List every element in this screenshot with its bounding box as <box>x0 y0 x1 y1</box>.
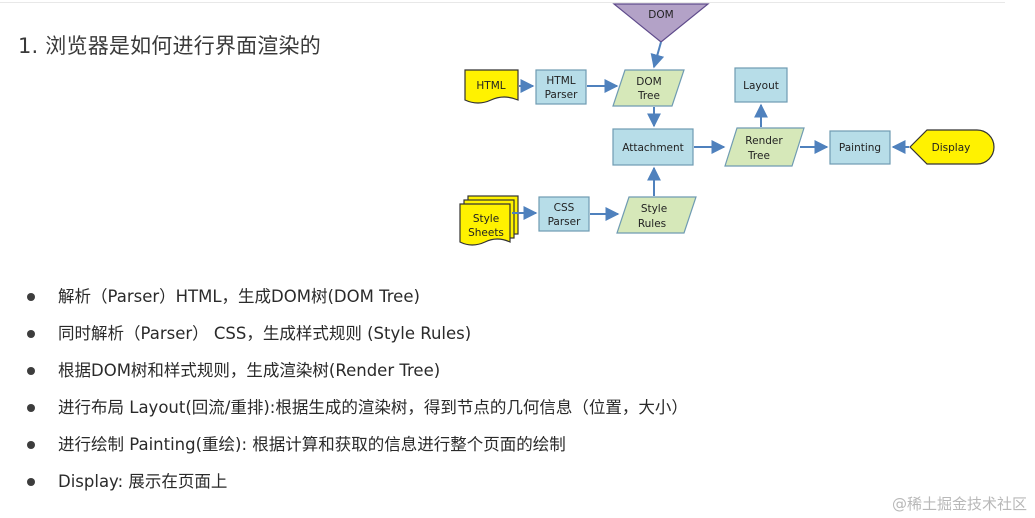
display-label: Display <box>932 142 971 154</box>
watermark: @稀土掘金技术社区 <box>891 495 1027 513</box>
list-item-text: 进行布局 Layout(回流/重排):根据生成的渲染树，得到节点的几何信息（位置… <box>58 398 688 417</box>
html-document-label: HTML <box>476 80 505 92</box>
list-item-text: 同时解析（Parser） CSS，生成样式规则 (Style Rules) <box>58 324 472 343</box>
style-rules-label-line2: Rules <box>638 218 666 230</box>
bullet-icon <box>27 330 35 338</box>
page-title: 1. 浏览器是如何进行界面渲染的 <box>18 34 321 58</box>
painting-label: Painting <box>839 142 881 154</box>
bullet-icon <box>27 293 35 301</box>
layout-label: Layout <box>743 80 779 92</box>
attachment-label: Attachment <box>622 142 684 154</box>
list-item: 同时解析（Parser） CSS，生成样式规则 (Style Rules) <box>22 319 882 356</box>
rendering-pipeline-diagram: DOM HTML HTML Parser DOM Tree Layout Att… <box>459 3 995 246</box>
arrow-dom-to-dom-tree <box>650 41 665 69</box>
style-sheets-label-line2: Sheets <box>468 227 504 239</box>
style-sheets-node: Style Sheets <box>459 195 519 246</box>
dom-node-label: DOM <box>648 9 673 21</box>
render-tree-label-line2: Tree <box>747 150 770 162</box>
steps-list: 解析（Parser）HTML，生成DOM树(DOM Tree) 同时解析（Par… <box>22 282 882 504</box>
style-rules-node: Style Rules <box>616 196 697 234</box>
html-parser-label-line2: Parser <box>545 89 579 101</box>
html-document-node: HTML <box>464 69 519 104</box>
render-tree-node: Render Tree <box>724 127 805 167</box>
html-parser-label-line1: HTML <box>546 75 575 87</box>
style-sheets-label-line1: Style <box>473 213 499 225</box>
dom-node: DOM <box>612 3 710 43</box>
bullet-icon <box>27 404 35 412</box>
css-parser-node: CSS Parser <box>538 196 590 232</box>
bullet-icon <box>27 478 35 486</box>
layout-node: Layout <box>734 67 788 103</box>
bullet-icon <box>27 441 35 449</box>
attachment-node: Attachment <box>612 128 694 166</box>
display-node: Display <box>909 129 995 165</box>
list-item: 解析（Parser）HTML，生成DOM树(DOM Tree) <box>22 282 882 319</box>
css-parser-label-line1: CSS <box>554 202 575 214</box>
render-tree-label-line1: Render <box>745 135 783 147</box>
painting-node: Painting <box>829 130 891 165</box>
style-rules-label-line1: Style <box>641 203 667 215</box>
list-item: 进行布局 Layout(回流/重排):根据生成的渲染树，得到节点的几何信息（位置… <box>22 393 882 430</box>
list-item: 进行绘制 Painting(重绘): 根据计算和获取的信息进行整个页面的绘制 <box>22 430 882 467</box>
list-item-text: 解析（Parser）HTML，生成DOM树(DOM Tree) <box>58 287 420 306</box>
dom-tree-label-line1: DOM <box>636 76 661 88</box>
bullet-icon <box>27 367 35 375</box>
list-item-text: Display: 展示在页面上 <box>58 472 228 491</box>
list-item-text: 根据DOM树和样式规则，生成渲染树(Render Tree) <box>58 361 441 380</box>
css-parser-label-line2: Parser <box>548 216 582 228</box>
list-item-text: 进行绘制 Painting(重绘): 根据计算和获取的信息进行整个页面的绘制 <box>58 435 566 454</box>
list-item: Display: 展示在页面上 <box>22 467 882 504</box>
top-divider <box>0 2 1005 3</box>
dom-tree-node: DOM Tree <box>612 69 685 107</box>
dom-tree-label-line2: Tree <box>637 90 660 102</box>
list-item: 根据DOM树和样式规则，生成渲染树(Render Tree) <box>22 356 882 393</box>
html-parser-node: HTML Parser <box>535 69 587 105</box>
